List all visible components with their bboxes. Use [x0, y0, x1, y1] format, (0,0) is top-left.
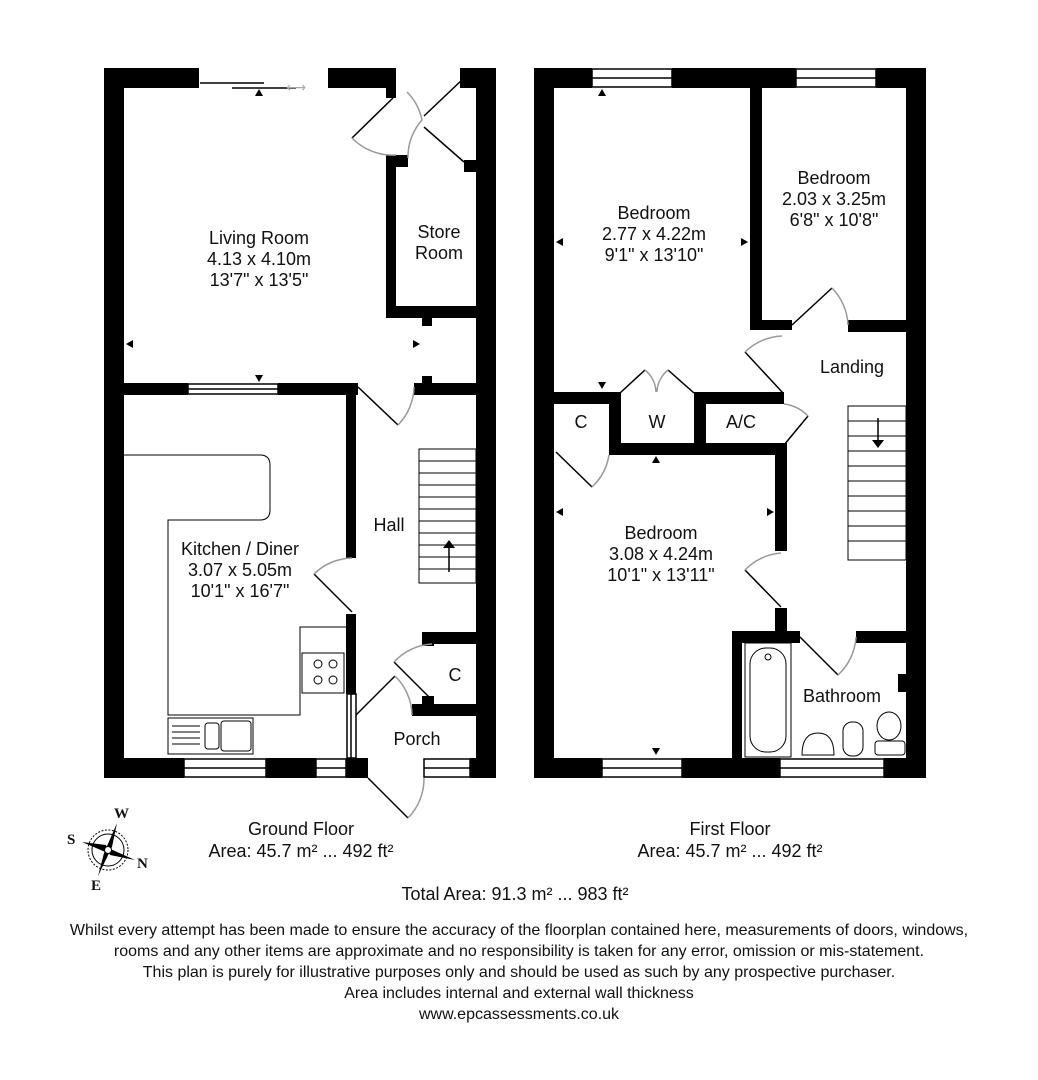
first-floor-doors	[555, 287, 857, 676]
disclaimer-line-1: Whilst every attempt has been made to en…	[69, 922, 969, 939]
room-hall: Hall	[373, 515, 405, 535]
compass-rose-icon	[82, 823, 135, 876]
kitchen-units	[124, 454, 346, 755]
ground-floor-caption: Ground Floor Area: 45.7 m² ... 492 ft²	[208, 819, 394, 861]
stairs-up-arrow-icon	[443, 540, 455, 548]
room-store-room: Store Room	[414, 222, 464, 263]
room-porch: Porch	[393, 729, 441, 749]
sliding-door-arrow: ⟷	[286, 80, 306, 96]
ground-floor-windows	[183, 82, 471, 778]
first-stairs	[847, 405, 907, 561]
ground-floor-doors	[313, 77, 465, 819]
room-airing-cupboard: A/C	[725, 412, 757, 432]
disclaimer-line-3: This plan is purely for illustrative pur…	[142, 964, 896, 981]
total-area: Total Area: 91.3 m² ... 983 ft²	[401, 884, 629, 904]
compass-w: W	[114, 806, 129, 822]
room-living-room: Living Room 4.13 x 4.10m 13'7" x 13'5"	[206, 228, 312, 290]
compass-e: E	[91, 878, 102, 894]
room-bedroom-3: Bedroom 3.08 x 4.24m 10'1" x 13'11"	[607, 523, 715, 585]
first-floor-windows	[591, 68, 885, 778]
dimension-markers	[126, 89, 420, 382]
room-kitchen-diner: Kitchen / Diner 3.07 x 5.05m 10'1" x 16'…	[180, 539, 300, 601]
room-bedroom-2: Bedroom 2.03 x 3.25m 6'8" x 10'8"	[781, 168, 887, 230]
room-landing: Landing	[819, 357, 885, 377]
stairs-down-arrow-icon	[872, 440, 884, 448]
compass-n: N	[137, 856, 148, 872]
room-cupboard-first: C	[574, 412, 588, 432]
disclaimer-line-4: Area includes internal and external wall…	[344, 985, 694, 1002]
room-cupboard-ground: C	[448, 665, 462, 685]
ground-stairs	[418, 448, 477, 584]
first-floor-walls	[534, 68, 926, 778]
compass-s: S	[67, 832, 76, 848]
first-floor-caption: First Floor Area: 45.7 m² ... 492 ft²	[637, 819, 823, 861]
room-wardrobe: W	[648, 412, 666, 432]
website-link[interactable]: www.epcassessments.co.uk	[418, 1006, 620, 1023]
room-bathroom: Bathroom	[802, 686, 882, 706]
room-bedroom-1: Bedroom 2.77 x 4.22m 9'1" x 13'10"	[601, 203, 707, 265]
first-floor-dimension-markers	[556, 89, 774, 755]
bathroom-fixtures	[744, 642, 906, 758]
disclaimer-line-2: rooms and any other items are approximat…	[113, 943, 925, 960]
ground-floor-walls	[104, 68, 496, 778]
